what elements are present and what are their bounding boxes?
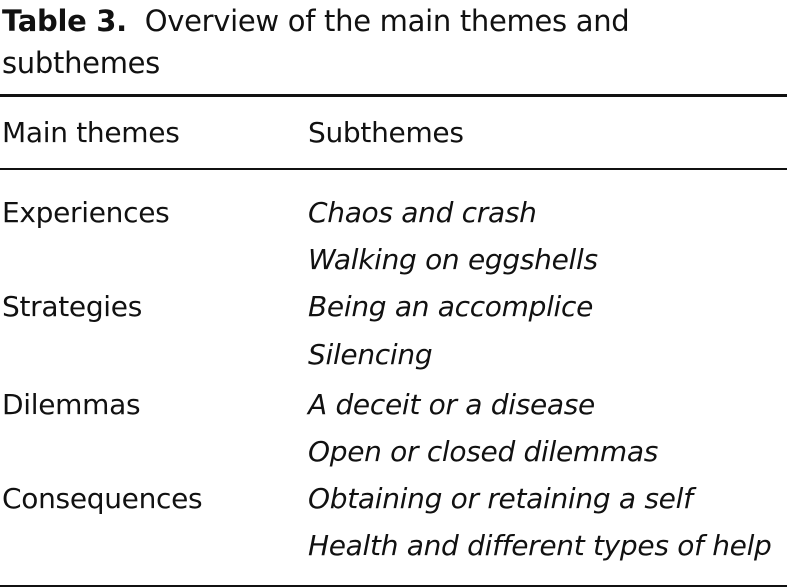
main-theme-experiences: Experiences — [2, 196, 170, 229]
subtheme-being-an-accomplice: Being an accomplice — [308, 290, 594, 323]
subtheme-health-and-different-types-of-help: Health and different types of help — [308, 529, 772, 562]
table-caption-text: Overview of the main themes and subtheme… — [2, 4, 630, 80]
main-theme-dilemmas: Dilemmas — [2, 388, 141, 421]
subtheme-a-deceit-or-a-disease: A deceit or a disease — [308, 388, 595, 421]
subtheme-silencing: Silencing — [308, 338, 433, 371]
table-top-rule — [0, 94, 787, 97]
subtheme-obtaining-or-retaining-a-self: Obtaining or retaining a self — [308, 482, 693, 515]
main-theme-consequences: Consequences — [2, 482, 203, 515]
main-theme-strategies: Strategies — [2, 290, 142, 323]
header-subthemes: Subthemes — [308, 116, 464, 149]
subtheme-chaos-and-crash: Chaos and crash — [308, 196, 537, 229]
subtheme-walking-on-eggshells: Walking on eggshells — [308, 243, 598, 276]
table-bottom-rule — [0, 585, 787, 587]
table-header-rule — [0, 168, 787, 170]
header-main-themes: Main themes — [2, 116, 180, 149]
subtheme-open-or-closed-dilemmas: Open or closed dilemmas — [308, 435, 658, 468]
table-caption-label: Table 3. — [2, 4, 127, 38]
table-caption: Table 3. Overview of the main themes and… — [2, 0, 782, 84]
